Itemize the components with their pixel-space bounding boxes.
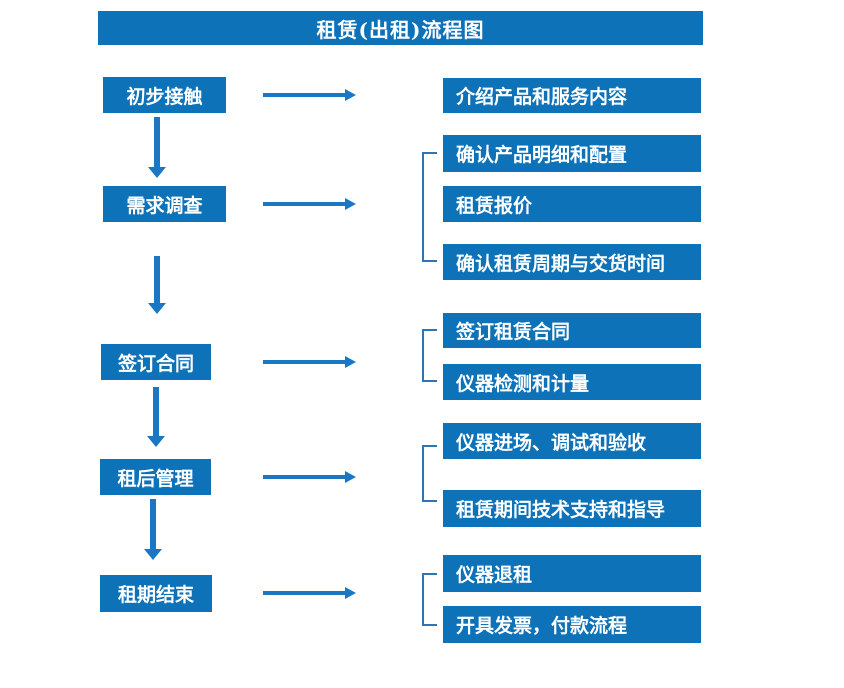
right-arrow-icon: [263, 356, 356, 368]
right-arrow-icon: [263, 587, 356, 599]
arrow-head: [148, 167, 166, 178]
arrow-shaft: [263, 360, 347, 364]
flowchart-title: 租赁(出租)流程图: [98, 11, 703, 45]
arrow-shaft: [263, 93, 347, 97]
arrow-head: [144, 549, 162, 560]
detail-box-confirm-product-config: 确认产品明细和配置: [443, 135, 701, 172]
stage-box-sign-contract: 签订合同: [101, 344, 211, 380]
detail-box-instrument-arrival: 仪器进场、调试和验收: [443, 423, 701, 459]
down-arrow-icon: [144, 499, 162, 560]
detail-box-instrument-testing: 仪器检测和计量: [443, 364, 701, 400]
arrow-head: [345, 89, 356, 101]
arrow-head: [148, 303, 166, 314]
down-arrow-icon: [147, 387, 165, 447]
stage-box-post-rental-management: 租后管理: [100, 459, 211, 495]
arrow-shaft: [153, 387, 159, 437]
arrow-shaft: [154, 117, 160, 168]
detail-box-confirm-period-delivery: 确认租赁周期与交货时间: [443, 244, 701, 280]
arrow-shaft: [263, 591, 347, 595]
arrow-shaft: [154, 256, 160, 304]
stage-box-initial-contact: 初步接触: [103, 77, 226, 113]
stage-box-demand-survey: 需求调查: [103, 186, 226, 222]
detail-box-sign-rental-contract: 签订租赁合同: [443, 313, 701, 348]
detail-box-rental-quotation: 租赁报价: [443, 186, 701, 222]
down-arrow-icon: [148, 117, 166, 178]
group-bracket: [422, 152, 437, 262]
arrow-shaft: [150, 499, 156, 550]
arrow-head: [345, 587, 356, 599]
stage-box-rental-end: 租期结束: [100, 575, 212, 612]
arrow-head: [345, 471, 356, 483]
group-bracket: [422, 445, 437, 502]
arrow-head: [345, 198, 356, 210]
arrow-head: [147, 436, 165, 447]
detail-box-invoice-payment: 开具发票，付款流程: [443, 606, 701, 643]
right-arrow-icon: [263, 89, 356, 101]
arrow-shaft: [263, 202, 347, 206]
group-bracket: [422, 329, 437, 382]
detail-box-introduce-products: 介绍产品和服务内容: [443, 78, 701, 113]
right-arrow-icon: [263, 198, 356, 210]
group-bracket: [422, 573, 437, 626]
down-arrow-icon: [148, 256, 166, 314]
arrow-head: [345, 356, 356, 368]
arrow-shaft: [263, 475, 347, 479]
detail-box-instrument-return: 仪器退租: [443, 555, 701, 592]
detail-box-technical-support: 租赁期间技术支持和指导: [443, 490, 701, 527]
right-arrow-icon: [263, 471, 356, 483]
